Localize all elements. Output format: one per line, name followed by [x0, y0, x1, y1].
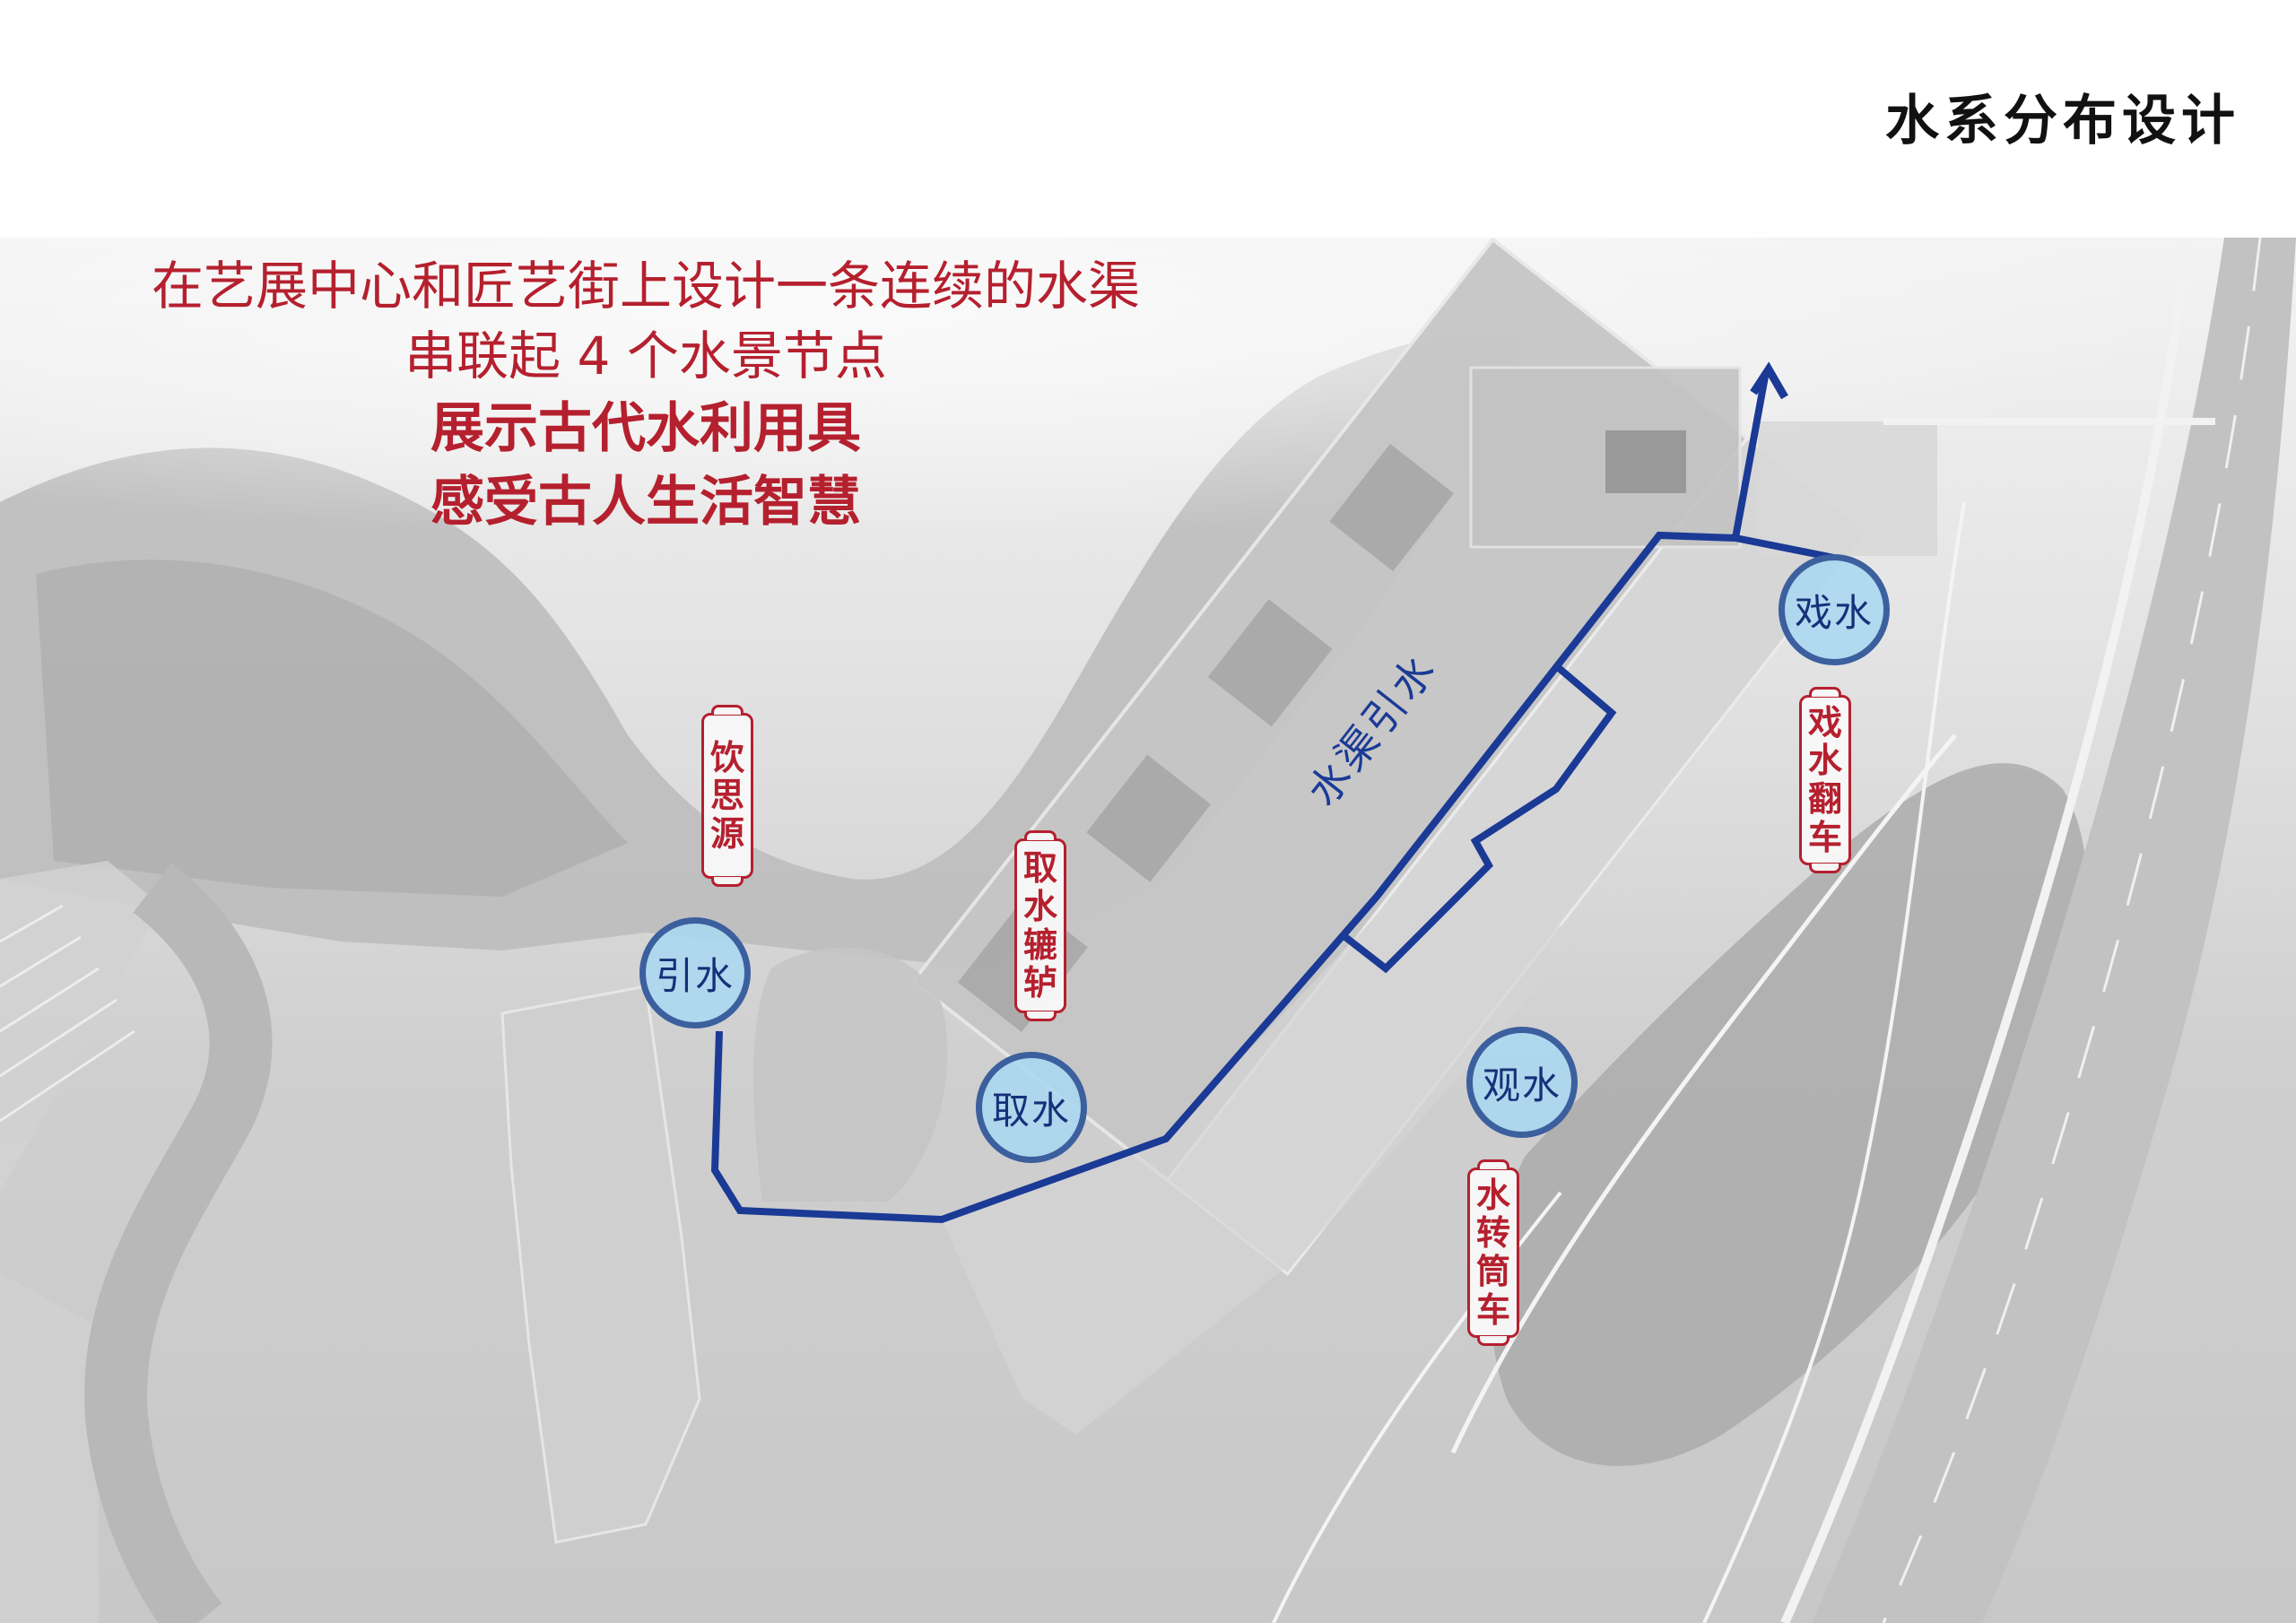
tag-char: 水 [1022, 886, 1057, 926]
node-label: 戏水 [1794, 590, 1874, 635]
tag-yinsiyuan: 饮 思 源 [701, 705, 753, 887]
tag-char: 饮 [709, 737, 744, 777]
node-label: 观水 [1482, 1063, 1561, 1107]
node-guanshui[interactable]: 观水 [1466, 1027, 1578, 1138]
node-qushui[interactable]: 取水 [976, 1052, 1087, 1163]
headline-line-1: 在艺展中心和匠艺街上设计一条连续的水渠 [151, 256, 1140, 317]
tag-char: 车 [1475, 1289, 1510, 1330]
tag-char: 转 [1475, 1213, 1510, 1254]
page-title: 水系分布设计 [1885, 90, 2240, 152]
tag-char: 戏 [1807, 702, 1842, 742]
node-yinshui[interactable]: 引水 [639, 917, 751, 1028]
tag-char: 取 [1022, 848, 1057, 889]
tag-char: 水 [1475, 1175, 1510, 1215]
tag-char: 车 [1807, 817, 1842, 857]
tag-char: 辘 [1022, 924, 1057, 965]
node-label: 引水 [655, 953, 735, 998]
tag-char: 水 [1807, 741, 1842, 781]
tag-xishui-fanche: 戏 水 翻 车 [1799, 687, 1851, 873]
tag-char: 思 [709, 776, 744, 816]
tag-char: 筒 [1475, 1252, 1510, 1291]
tag-qushui-lulu: 取 水 辘 轳 [1014, 830, 1066, 1021]
headline-line-4: 感受古人生活智慧 [430, 471, 861, 534]
headline-line-2: 串联起 4 个水景节点 [404, 325, 887, 386]
tag-char: 轳 [1022, 963, 1057, 1003]
node-xishui[interactable]: 戏水 [1779, 554, 1890, 665]
headline-line-3: 展示古代水利用具 [430, 397, 861, 460]
tag-shuizhuan-tongche: 水 转 筒 车 [1467, 1159, 1519, 1346]
tag-char: 源 [709, 813, 744, 854]
tag-char: 翻 [1807, 779, 1842, 819]
headline-block: 在艺展中心和匠艺街上设计一条连续的水渠 串联起 4 个水景节点 展示古代水利用具… [81, 260, 1211, 529]
node-label: 取水 [991, 1088, 1071, 1133]
